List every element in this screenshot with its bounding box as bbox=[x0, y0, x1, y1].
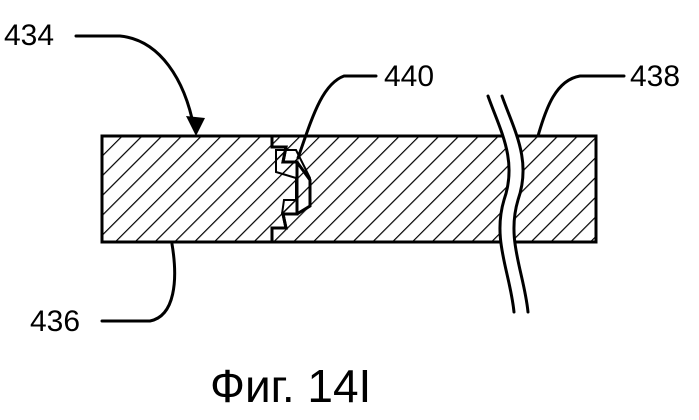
arrowhead-434 bbox=[186, 116, 205, 136]
label-434: 434 bbox=[4, 19, 54, 52]
label-436: 436 bbox=[30, 305, 80, 338]
figure-caption: Фиг. 14I bbox=[210, 360, 371, 412]
label-438: 438 bbox=[630, 60, 680, 93]
leader-436 bbox=[102, 244, 175, 321]
right-panel-body bbox=[272, 136, 596, 242]
label-440: 440 bbox=[384, 60, 434, 93]
leader-434 bbox=[76, 36, 194, 128]
leader-438 bbox=[538, 76, 624, 136]
right-panel bbox=[272, 136, 596, 242]
left-panel-body bbox=[102, 136, 297, 242]
left-panel bbox=[102, 136, 297, 242]
